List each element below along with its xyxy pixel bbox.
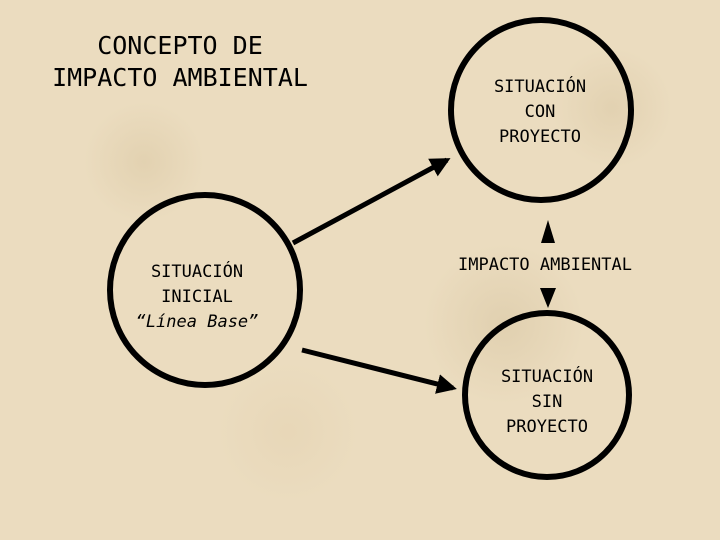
circle-sin-proyecto (462, 310, 632, 480)
title-line-1: CONCEPTO DE (97, 31, 263, 60)
node-sin-line2: SIN (531, 392, 563, 412)
node-ini-line3: “Línea Base” (135, 312, 259, 332)
circle-inicial (107, 192, 303, 388)
node-sin-line3: PROYECTO (506, 417, 588, 437)
slide-title: CONCEPTO DE IMPACTO AMBIENTAL (20, 30, 340, 94)
node-label-inicial: SITUACIÓN INICIAL “Línea Base” (112, 260, 282, 335)
impacto-ambiental-label: IMPACTO AMBIENTAL (458, 255, 632, 275)
node-label-sin-proyecto: SITUACIÓN SIN PROYECTO (462, 365, 632, 440)
triangle-down-icon (540, 288, 556, 308)
arrow-to-sin-proyecto (301, 347, 457, 394)
triangle-up-icon (541, 220, 555, 243)
node-con-line2: CON (524, 102, 556, 122)
node-con-line3: PROYECTO (499, 127, 581, 147)
circle-con-proyecto (448, 17, 634, 203)
arrow-to-con-proyecto (291, 157, 451, 246)
node-label-con-proyecto: SITUACIÓN CON PROYECTO (455, 75, 625, 150)
node-sin-line1: SITUACIÓN (500, 367, 594, 387)
node-ini-line1: SITUACIÓN (150, 262, 244, 282)
title-line-2: IMPACTO AMBIENTAL (52, 63, 308, 92)
node-ini-line2: INICIAL (161, 287, 233, 307)
node-con-line1: SITUACIÓN (493, 77, 587, 97)
